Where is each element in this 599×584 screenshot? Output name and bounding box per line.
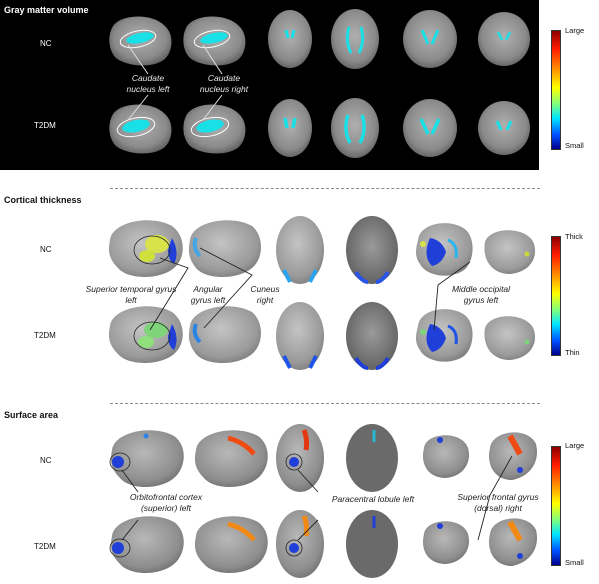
ct-t2dm-axial-1 (276, 302, 324, 370)
gmv-connector-right (202, 44, 223, 121)
gmv-nc-axial-2 (331, 9, 379, 69)
ct-annot-cuneus: Cuneus right (250, 284, 280, 305)
sa-colorbar-max: Large (565, 441, 585, 450)
gmv-colorbar-max: Large (565, 26, 585, 35)
ct-nc-medial (416, 223, 473, 276)
gmv-colorbar-min: Small (565, 141, 584, 150)
ct-title: Cortical thickness (4, 195, 82, 205)
gmv-annot-caudate-right: Caudate nucleus right (199, 73, 249, 94)
ct-connector-mog (433, 261, 471, 331)
sa-connector-ofc (121, 469, 139, 541)
ct-connector-angular (199, 247, 253, 329)
sa-t2dm-coronal (422, 521, 470, 564)
gmv-t2dm-axial-1 (268, 99, 312, 157)
gmv-nc-coronal-1 (403, 10, 457, 68)
gmv-nc-coronal-2 (478, 12, 530, 66)
sa-connector-sfg (477, 455, 513, 541)
divider-2 (110, 403, 540, 404)
gmv-nc-axial-1 (268, 10, 312, 68)
sa-nc-coronal (422, 435, 470, 478)
ct-connector-stg (149, 257, 189, 331)
gmv-group-t2dm: T2DM (34, 121, 56, 130)
sa-colorbar-min: Small (565, 558, 584, 567)
ct-nc-lateral-left-2 (188, 220, 261, 277)
gmv-nc-sagittal-left (109, 16, 172, 66)
gmv-annot-caudate-left: Caudate nucleus left (126, 73, 170, 94)
ct-group-nc: NC (40, 245, 52, 254)
gmv-t2dm-axial-2 (331, 98, 379, 158)
ct-t2dm-posterior (484, 316, 535, 360)
sa-t2dm-axial-2 (346, 510, 398, 578)
sa-nc-superior (488, 432, 537, 480)
sa-t2dm-lateral-right (194, 516, 268, 573)
sa-nc-lateral-left (109, 430, 184, 487)
gmv-group-nc: NC (40, 39, 52, 48)
gmv-title: Gray matter volume (4, 5, 89, 15)
gmv-t2dm-coronal-2 (478, 101, 530, 155)
sa-t2dm-lateral-left (109, 516, 184, 573)
gmv-brain-slices (109, 9, 530, 158)
ct-annot-stg: Superior temporal gyrus left (85, 284, 177, 305)
sa-group-nc: NC (40, 456, 52, 465)
sa-title: Surface area (4, 410, 59, 420)
sa-nc-lateral-right (194, 430, 268, 487)
gmv-t2dm-coronal-1 (403, 99, 457, 157)
ct-annot-angular: Angular gyrus left (190, 284, 226, 305)
sa-annot-ofc: Orbitofrontal cortex (superior) left (129, 492, 203, 513)
ct-colorbar (551, 236, 561, 356)
gmv-nc-sagittal-right (183, 16, 246, 66)
gmv-t2dm-sagittal-left (109, 104, 172, 154)
divider-1 (110, 188, 540, 189)
sa-colorbar (551, 446, 561, 566)
sa-t2dm-axial-1 (276, 510, 324, 578)
gmv-colorbar (551, 30, 561, 150)
ct-colorbar-min: Thin (565, 348, 580, 357)
gmv-connector-left (127, 44, 149, 121)
sa-annot-pcl: Paracentral lobule left (331, 494, 415, 504)
ct-group-t2dm: T2DM (34, 331, 56, 340)
sa-connector-pcl (297, 469, 319, 541)
ct-colorbar-max: Thick (565, 232, 583, 241)
sa-t2dm-superior (488, 518, 537, 566)
sa-nc-axial-1 (276, 424, 324, 492)
sa-group-t2dm: T2DM (34, 542, 56, 551)
ct-t2dm-lateral-left (108, 306, 183, 363)
ct-annot-mog: Middle occipital gyrus left (451, 284, 511, 305)
ct-t2dm-axial-2 (346, 302, 398, 370)
ct-nc-axial-1 (276, 216, 324, 284)
ct-t2dm-lateral-left-2 (188, 306, 261, 363)
ct-nc-lateral-left (108, 220, 183, 277)
gmv-t2dm-sagittal-right (183, 104, 246, 154)
ct-t2dm-medial (416, 309, 473, 362)
ct-nc-axial-2 (346, 216, 398, 284)
sa-nc-axial-2 (346, 424, 398, 492)
sa-annot-sfg: Superior frontal gyrus (dorsal) right (457, 492, 539, 513)
ct-nc-posterior (484, 230, 535, 274)
